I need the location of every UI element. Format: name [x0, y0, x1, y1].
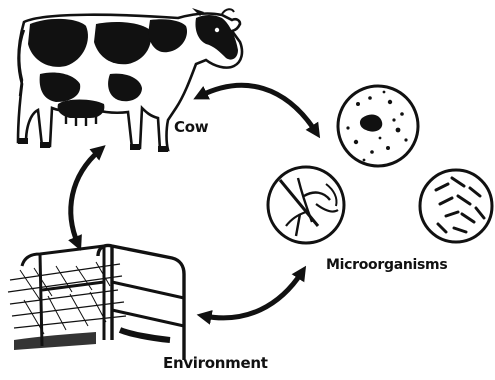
microorganism-circle-fungi [268, 167, 344, 243]
arrow-environment-microorganisms [204, 272, 302, 318]
cow-label: Cow [174, 118, 208, 136]
environment-stall-icon [8, 245, 184, 360]
microorganism-circle-cocci [338, 86, 418, 166]
cow-icon [18, 8, 242, 152]
arrow-cow-microorganisms [200, 85, 316, 132]
microorganisms-label: Microorganisms [326, 257, 447, 273]
arrow-cow-environment [71, 150, 100, 244]
microorganism-circle-bacilli [420, 170, 492, 242]
environment-label: Environment [163, 354, 268, 372]
